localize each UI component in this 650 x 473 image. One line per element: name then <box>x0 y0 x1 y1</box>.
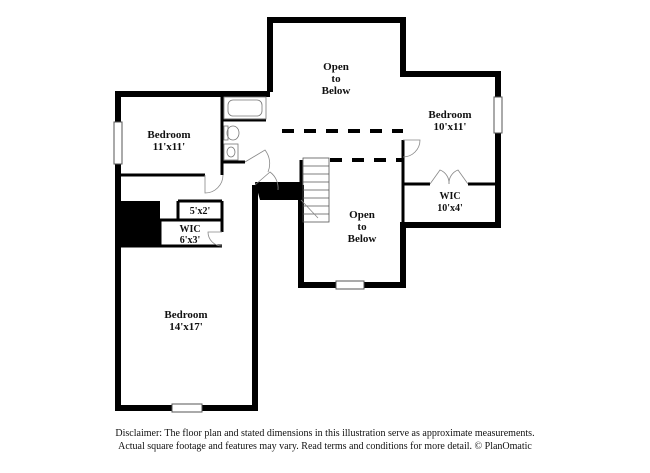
disclaimer-line-2: Actual square footage and features may v… <box>118 441 532 452</box>
toilet <box>226 125 240 141</box>
open-center-line2: to <box>357 221 367 233</box>
bedroom-right-name: Bedroom <box>428 109 471 121</box>
stairs <box>302 157 330 223</box>
sink <box>223 143 239 161</box>
disclaimer-line-1: Disclaimer: The floor plan and stated di… <box>115 428 535 439</box>
bathroom-fixtures <box>223 96 267 161</box>
bedroom-large-name: Bedroom <box>164 309 207 321</box>
open-to-below-edges <box>282 129 403 162</box>
wic-right-dims: 10'x4' <box>437 203 463 214</box>
window-right-bedroom <box>493 96 503 134</box>
bedroom-right-dims: 10'x11' <box>433 121 466 133</box>
wic-left-name: WIC <box>179 224 200 235</box>
closet-small-dims: 5'x2' <box>190 206 211 217</box>
window-center <box>335 280 365 290</box>
solid-closet-left <box>118 201 160 246</box>
window-left-bedroom <box>113 121 123 165</box>
open-top-line2: to <box>331 73 341 85</box>
disclaimer: Disclaimer: The floor plan and stated di… <box>0 427 650 453</box>
open-top-line1: Open <box>323 61 349 73</box>
solid-closet-hall <box>255 182 301 200</box>
bathtub <box>223 96 267 120</box>
bedroom-top-left-dims: 11'x11' <box>153 141 185 153</box>
open-center-line3: Below <box>348 233 377 245</box>
window-large-bedroom <box>171 403 203 413</box>
wic-right-name: WIC <box>439 191 460 202</box>
wic-left-dims: 6'x3' <box>180 235 201 246</box>
bedroom-large-dims: 14'x17' <box>169 321 203 333</box>
open-top-line3: Below <box>322 85 351 97</box>
windows <box>113 96 503 413</box>
open-center-line1: Open <box>349 209 375 221</box>
bedroom-top-left-name: Bedroom <box>147 129 190 141</box>
floor-plan: Bedroom 11'x11' Open to Below Bedroom 10… <box>113 17 503 413</box>
door-swings <box>204 139 469 247</box>
